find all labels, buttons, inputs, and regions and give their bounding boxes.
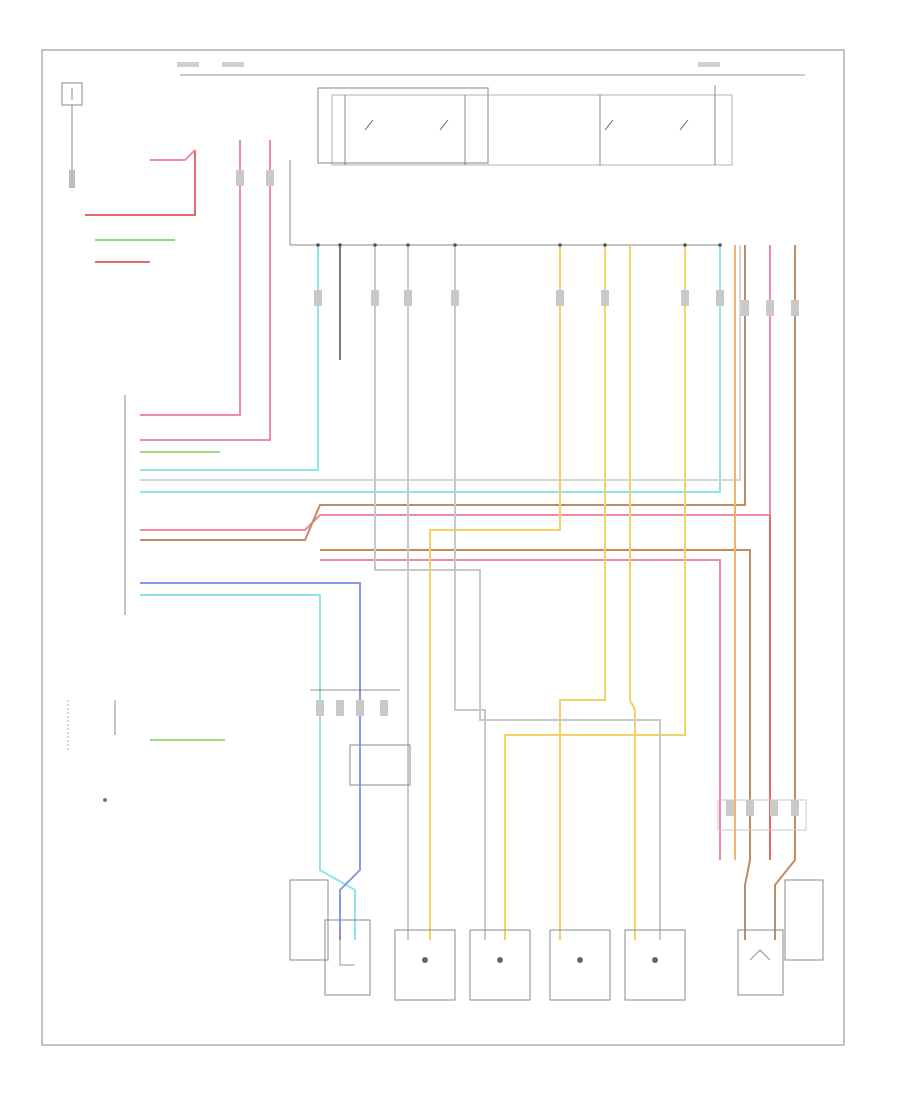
driver-lock-actuator — [469, 929, 531, 1001]
wire-pink-3 — [150, 149, 196, 161]
ground-junction-box — [349, 744, 411, 786]
wire-brown-3 — [774, 245, 796, 940]
wire-tag-marks — [236, 170, 799, 816]
wire-gray-2 — [374, 245, 661, 940]
passenger-lock-actuator — [394, 929, 456, 1001]
wire-yellow-1 — [429, 245, 561, 940]
splice-dots — [316, 243, 722, 247]
rear-lock-switch — [737, 879, 824, 996]
right-rear-lock-actuator — [624, 929, 686, 1001]
wire-yellow-4 — [629, 245, 636, 940]
wire-gray-4 — [454, 245, 486, 940]
wire-brown-2 — [320, 549, 751, 940]
wire-yellow-2 — [559, 245, 606, 940]
wire-yellow-3 — [504, 245, 686, 940]
wire-cyan-1 — [140, 245, 319, 471]
fuse-label-marks — [177, 62, 720, 67]
rear-harness-connector — [717, 799, 807, 831]
instrument-panel-cluster — [61, 679, 225, 821]
bcm-pin-column — [59, 275, 126, 615]
wire-cyan-3 — [140, 594, 356, 940]
wire-pink-1 — [140, 140, 241, 416]
diagram-frame — [41, 49, 845, 1046]
door-lock-relay-block — [317, 85, 733, 166]
wire-pink-4 — [140, 245, 771, 531]
wire-pink-5 — [320, 559, 721, 860]
wire-blue-1 — [140, 582, 361, 940]
ground-component-top-left — [61, 82, 83, 188]
wire-brown-1 — [140, 245, 746, 541]
left-rear-lock-actuator — [549, 929, 611, 1001]
wire-cyan-2 — [140, 245, 721, 493]
passenger-door-lock-switch — [289, 879, 371, 996]
wire-gray-1 — [140, 245, 741, 481]
wire-pink-2 — [140, 140, 271, 441]
wire-red-1 — [85, 150, 196, 216]
